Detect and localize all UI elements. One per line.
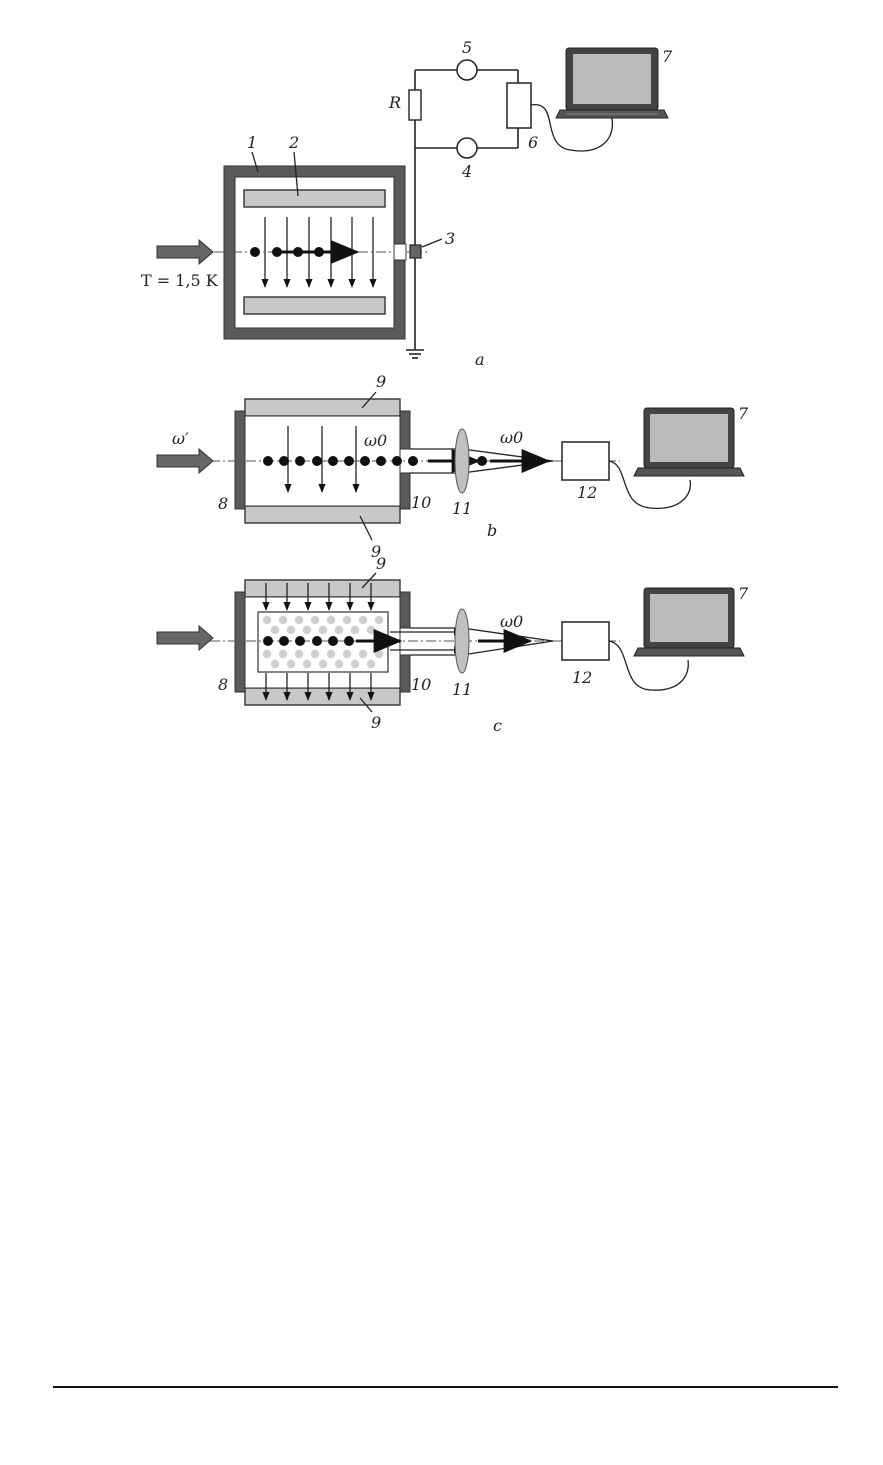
detector-box: [561, 621, 610, 661]
part-label-3: 3: [445, 229, 455, 248]
bottom-plate: [244, 505, 401, 524]
gray-atom-cloud: [262, 615, 384, 669]
mirror-10: [399, 591, 411, 629]
input-arrow: [156, 624, 214, 652]
cavity-freq-label: ω0: [364, 431, 387, 450]
bottom-plate: [244, 687, 401, 706]
part-label-5: 5: [462, 38, 472, 57]
part-label-11: 11: [452, 499, 472, 518]
part-label-9-bottom: 9: [371, 542, 381, 561]
atom-chain: [263, 636, 354, 646]
detector: [409, 244, 422, 259]
mirror-8: [234, 591, 246, 693]
part-label-8: 8: [218, 675, 228, 694]
output-freq-label: ω0: [500, 428, 523, 447]
lens: [454, 428, 470, 494]
input-arrow: [156, 238, 214, 266]
atom: [272, 247, 282, 257]
top-plate: [244, 579, 401, 598]
laptop-icon: [633, 407, 745, 477]
atom-chain: [263, 456, 418, 466]
laptop-icon: [555, 47, 669, 119]
part-label-9-top: 9: [376, 372, 386, 391]
part-label-10: 10: [411, 493, 431, 512]
temperature-label: T = 1,5 K: [141, 271, 219, 290]
part-label-10: 10: [411, 675, 431, 694]
part-label-4: 4: [461, 162, 472, 181]
part-label-7: 7: [738, 404, 749, 423]
panel-label-c: c: [493, 716, 502, 735]
part-label-7: 7: [738, 584, 749, 603]
field-arrows: [262, 583, 375, 701]
circuit: [406, 59, 613, 359]
laptop-icon: [633, 587, 745, 657]
atom: [314, 247, 324, 257]
panel-a: T = 1,5 K: [141, 38, 673, 369]
panel-label-a: a: [475, 350, 485, 369]
atom: [250, 247, 260, 257]
part-label-1: 1: [247, 133, 257, 152]
part-label-6: 6: [528, 133, 538, 152]
part-label-2: 2: [288, 133, 299, 152]
meter-5: [456, 59, 478, 81]
atom: [477, 456, 487, 466]
meter-4: [456, 137, 478, 159]
atom: [293, 247, 303, 257]
panel-c: ω0 7 8 9 9 10 11 12 c: [156, 554, 749, 735]
mirror-8: [234, 410, 246, 510]
part-label-7: 7: [662, 47, 673, 66]
resistor: [408, 89, 422, 121]
detector-box: [561, 441, 610, 481]
lens: [454, 608, 470, 674]
part-label-12: 12: [577, 483, 597, 502]
output-freq-label: ω0: [500, 612, 523, 631]
recorder-box: [506, 82, 532, 129]
mirror-10: [399, 410, 411, 450]
mirror-10: [399, 472, 411, 510]
panel-label-b: b: [487, 521, 497, 540]
part-label-8: 8: [218, 494, 228, 513]
part-label-12: 12: [572, 668, 592, 687]
resistor-label: R: [388, 93, 401, 112]
bottom-plate: [243, 296, 386, 315]
input-arrow: [156, 447, 214, 475]
part-label-11: 11: [452, 680, 472, 699]
top-plate: [243, 189, 386, 208]
top-plate: [244, 398, 401, 417]
part-label-9-bottom: 9: [371, 713, 381, 732]
footer-rule: [53, 1386, 838, 1388]
wall-window: [393, 243, 407, 261]
panel-b: ω′ ω0 ω0 7 8 9 9 10 11 12 b: [156, 372, 749, 561]
part-label-9-top: 9: [376, 554, 386, 573]
mirror-10: [399, 654, 411, 693]
input-freq-label: ω′: [172, 429, 189, 448]
